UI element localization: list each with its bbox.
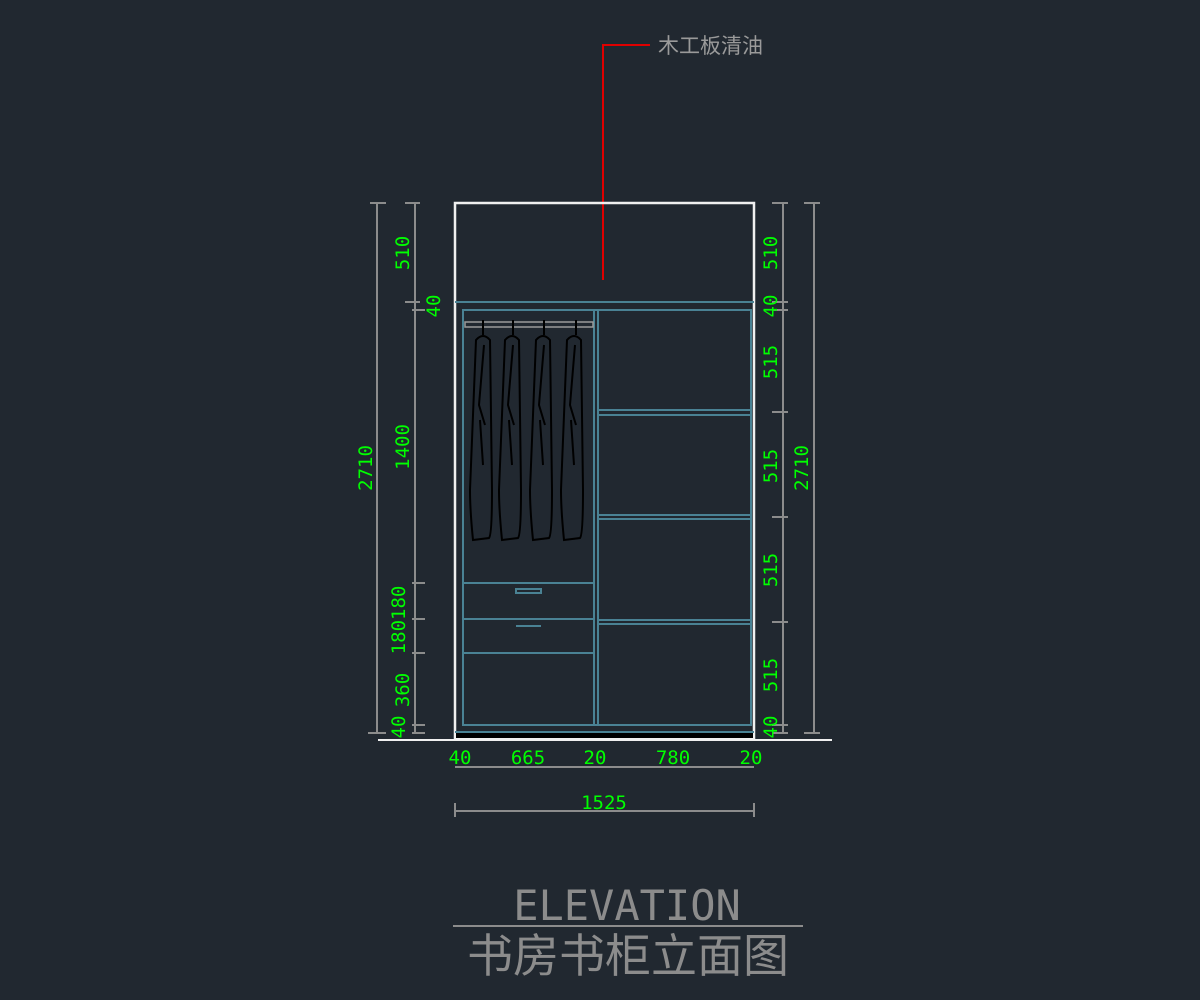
- dim-right-shelf3: 515: [760, 553, 782, 587]
- dim-left-drawers: 180180: [388, 586, 410, 655]
- dim-bottom-total: 1525: [581, 792, 627, 814]
- shelves: [598, 409, 751, 625]
- title-chinese: 书房书柜立面图: [467, 929, 789, 983]
- bottom-dimensions: 40 665 20 780 20 1525: [449, 747, 763, 814]
- dim-right-panel: 40: [760, 295, 782, 318]
- dim-right-top: 510: [760, 236, 782, 270]
- dim-left-hanging: 1400: [392, 424, 414, 470]
- dim-right-base: 40: [760, 716, 782, 739]
- dim-bottom-side-left: 40: [449, 747, 472, 769]
- dim-right-shelf4: 515: [760, 658, 782, 692]
- dimension-lines: [368, 202, 820, 817]
- dim-left-base: 40: [388, 716, 410, 739]
- dim-left-bottom-space: 360: [392, 673, 414, 707]
- dim-bottom-side-right: 20: [740, 747, 763, 769]
- dim-bottom-divider: 20: [584, 747, 607, 769]
- hanging-rod: [464, 321, 594, 328]
- dim-right-shelf1: 515: [760, 345, 782, 379]
- dim-bottom-left-bay: 665: [511, 747, 545, 769]
- drawers: [463, 582, 594, 654]
- dim-left-top: 510: [392, 236, 414, 270]
- right-dimensions: 510 40 515 515 515 515 40 2710: [760, 236, 813, 739]
- material-label: 木工板清油: [658, 34, 763, 58]
- title-english: ELEVATION: [513, 881, 741, 930]
- material-leader: 木工板清油: [602, 34, 763, 280]
- left-dimensions: 510 40 1400 180180 360 40 2710: [355, 236, 445, 739]
- dim-left-total: 2710: [355, 445, 377, 491]
- title-block: ELEVATION 书房书柜立面图: [453, 881, 803, 983]
- hanging-garments-icon: [468, 320, 585, 542]
- cabinet: [378, 201, 832, 741]
- dim-bottom-right-bay: 780: [656, 747, 690, 769]
- drawer-handle-icon: [515, 588, 542, 594]
- dim-right-total: 2710: [791, 445, 813, 491]
- dim-left-panel: 40: [423, 295, 445, 318]
- cabinet-inner-frame: [462, 309, 752, 726]
- dim-right-shelf2: 515: [760, 449, 782, 483]
